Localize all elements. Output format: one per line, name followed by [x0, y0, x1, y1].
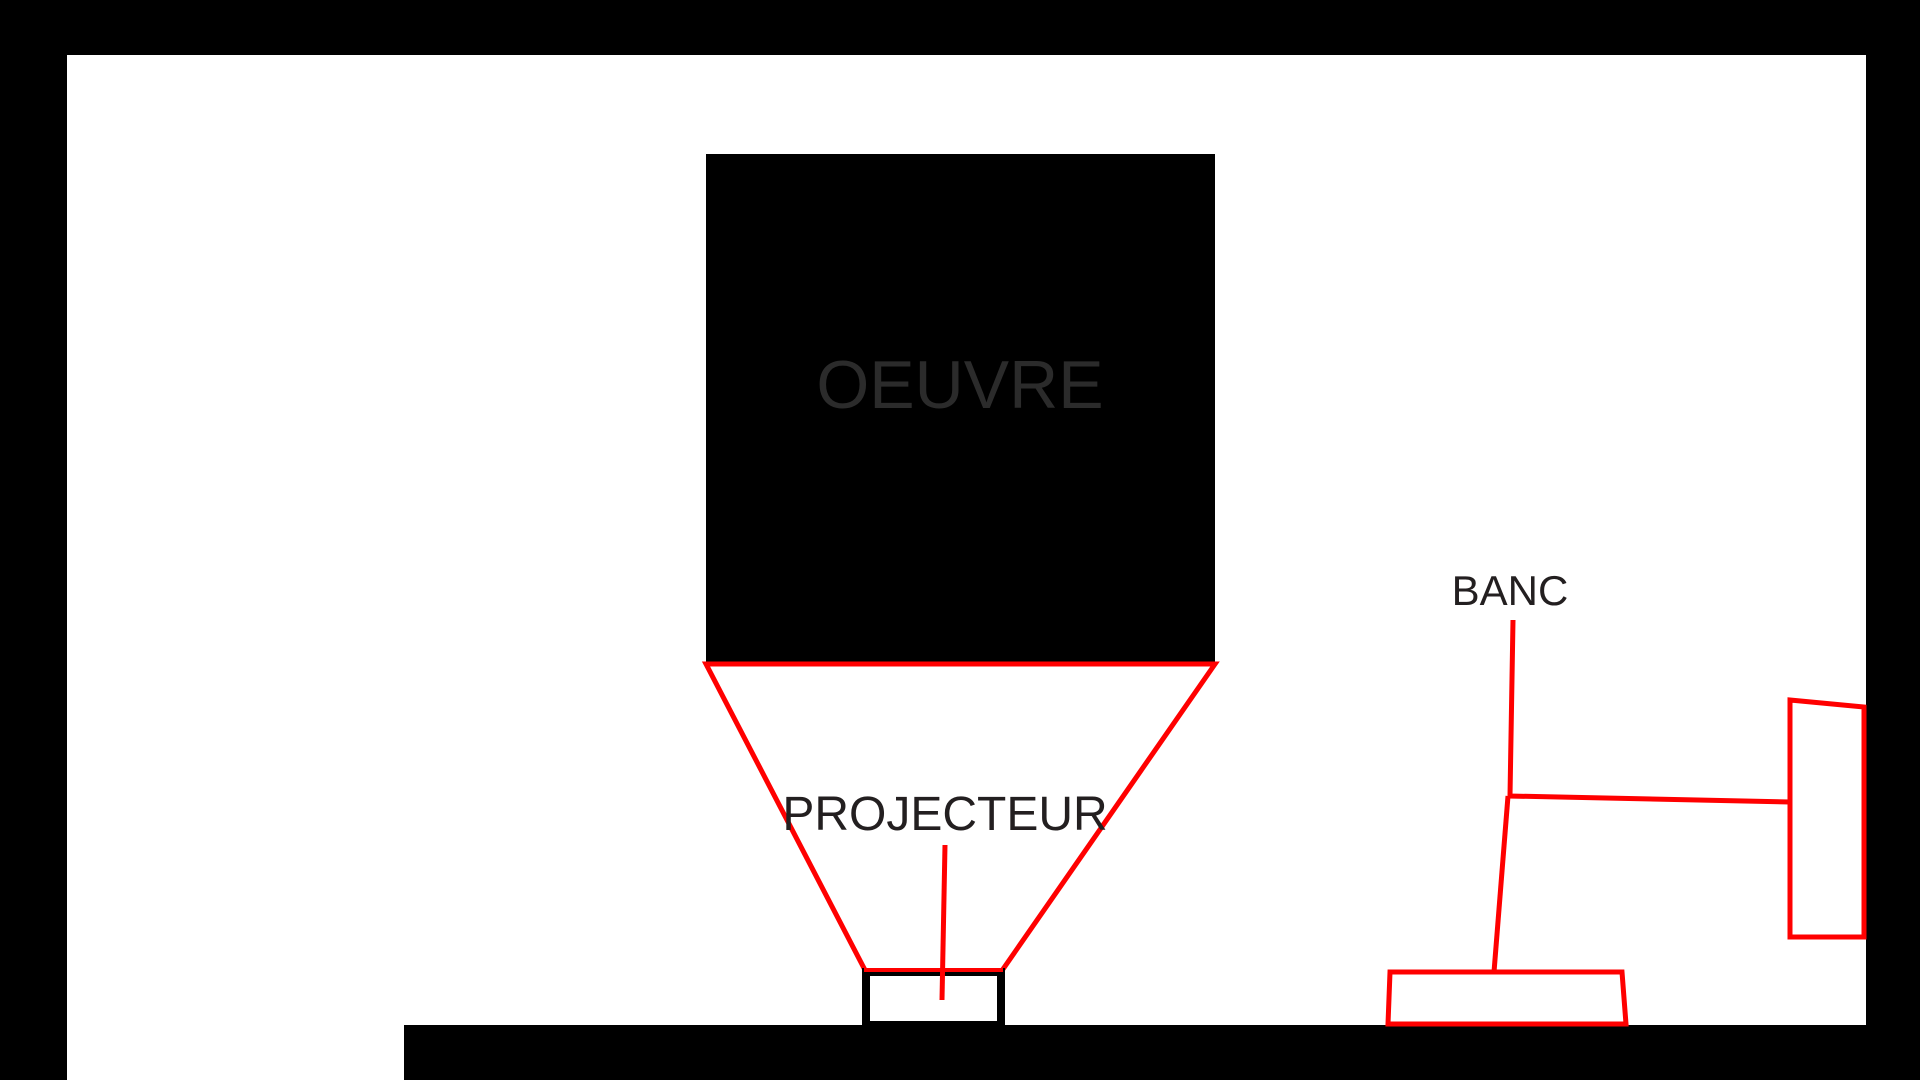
bench-wall: [1787, 697, 1867, 940]
bench-floor: [1385, 969, 1629, 1027]
bench-leader-line: [1507, 619, 1791, 805]
projector-label: PROJECTEUR: [782, 788, 1107, 841]
projector-leader-line: [939, 844, 948, 1001]
artwork-block: [706, 154, 1215, 663]
bottom-wall: [404, 1025, 1866, 1080]
artwork-label: OEUVRE: [816, 347, 1103, 423]
bench-leader-branch: [1491, 795, 1511, 973]
bench-label: BANC: [1452, 567, 1569, 614]
